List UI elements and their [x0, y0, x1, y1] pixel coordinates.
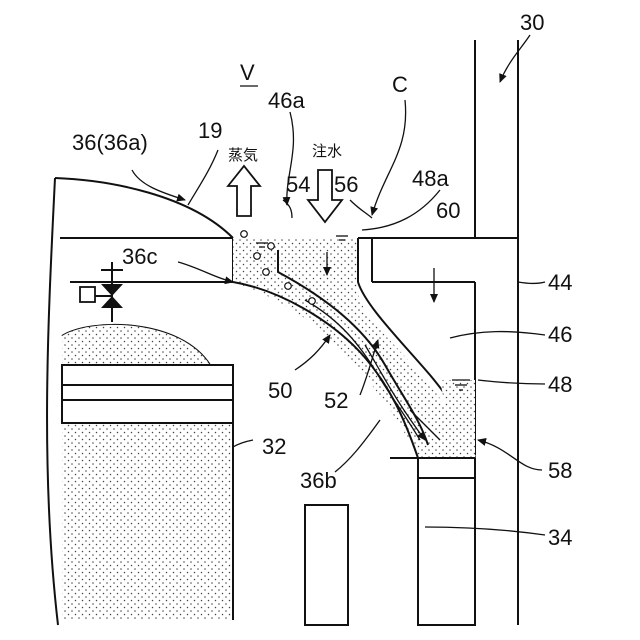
label-54: 54 — [286, 172, 310, 197]
label-30: 30 — [520, 10, 544, 35]
label-C: C — [392, 72, 408, 97]
label-46a: 46a — [268, 88, 305, 113]
label-36b: 36b — [300, 468, 337, 493]
isolation-valve-icon — [80, 262, 123, 322]
label-19: 19 — [198, 118, 222, 143]
label-48: 48 — [548, 372, 572, 397]
label-48a: 48a — [412, 166, 449, 191]
label-50: 50 — [268, 378, 292, 403]
label-V: V — [240, 60, 255, 85]
label-58: 58 — [548, 458, 572, 483]
vent-pipe — [233, 231, 475, 458]
label-60: 60 — [436, 198, 460, 223]
label-52: 52 — [324, 388, 348, 413]
label-44: 44 — [548, 270, 572, 295]
label-46: 46 — [548, 322, 572, 347]
label-steam: 蒸気 — [228, 146, 258, 164]
label-water-injection: 注水 — [312, 142, 342, 160]
label-36-36a: 36(36a) — [72, 130, 148, 155]
steam-arrow-icon — [228, 166, 260, 216]
reactor-pressure-vessel — [62, 325, 233, 620]
label-36c: 36c — [122, 244, 157, 269]
label-34: 34 — [548, 525, 572, 550]
label-32: 32 — [262, 434, 286, 459]
label-56: 56 — [334, 172, 358, 197]
